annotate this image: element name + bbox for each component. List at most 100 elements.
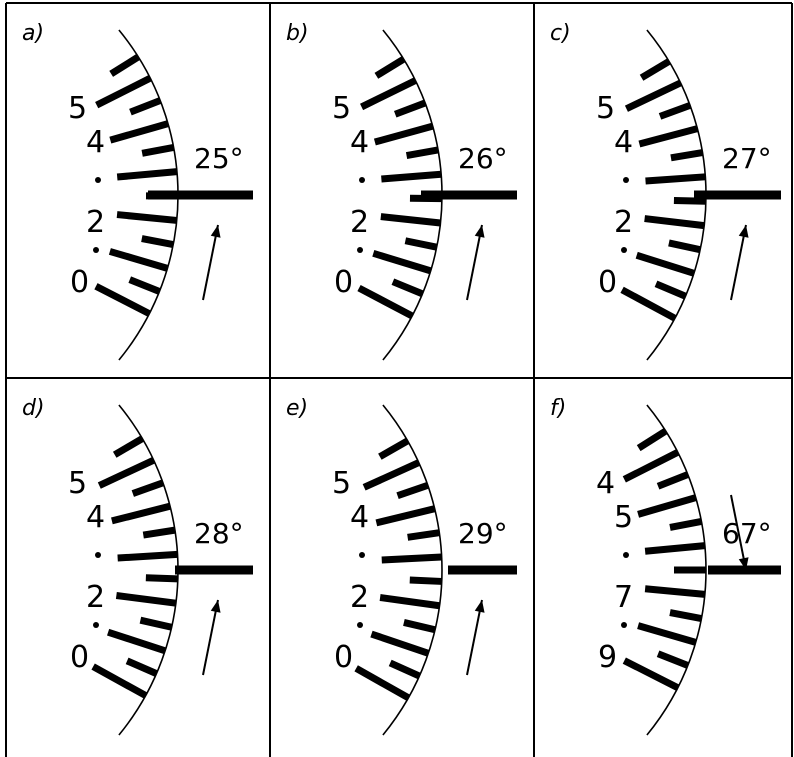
scale-tick [405,146,439,159]
scale-tick [109,120,169,144]
scale-tick [91,663,148,699]
reading-label: 25° [194,142,244,175]
arrow-head-icon [210,600,221,613]
direction-arrow-icon [730,224,747,301]
scale-tick [374,56,406,79]
scale-tick [645,173,706,185]
scale-tick [638,125,699,148]
scale-number: 0 [70,640,89,675]
scale-tick [380,213,441,227]
scale-tick [388,659,421,680]
direction-arrow-icon [730,494,747,571]
scale-tick [139,616,173,631]
scale-tick [639,58,671,81]
scale-tick [94,283,151,317]
scale-tick [409,576,442,585]
scale-tick [622,657,680,691]
scale-tick [396,481,429,499]
panel-d: d) 28° 54 2 0 [22,396,253,736]
scale-tick [403,619,436,634]
scale-tick [669,517,703,531]
scale-tick [673,196,707,205]
scale-number: 7 [614,580,633,615]
arrow-head-icon [474,225,485,238]
scale-tick [644,542,706,555]
scale-dot [93,247,99,253]
scale-tick [116,168,178,181]
scale-tick [635,251,695,277]
scale-tick [654,280,687,300]
scale-tick [109,53,141,77]
arrow-head-icon [474,600,485,613]
scale-number: 4 [614,125,633,160]
scale-tick [378,437,410,460]
scale-tick [658,102,692,120]
panel-label: b) [286,21,309,46]
scale-tick [624,79,683,112]
scale-tick [128,276,161,295]
scale-dot [357,622,363,628]
scale-tick [125,657,158,677]
scale-tick [393,99,427,118]
scale-number: 4 [86,500,105,535]
reading-label: 28° [194,517,244,550]
panel-label: a) [22,21,44,46]
scale-tick [117,550,178,562]
scale-tick [111,502,171,525]
scale-arc [382,404,443,736]
scale-dot [93,622,99,628]
scale-number: 5 [332,466,351,501]
scale-dot [95,177,101,183]
scale-tick [637,494,697,518]
scale-dot [359,177,365,183]
scale-tick [145,574,178,583]
panel-label: f) [550,396,566,421]
scale-tick [97,457,156,489]
scale-tick [669,609,703,623]
scale-number: 2 [614,205,633,240]
reading-label: 26° [458,142,508,175]
scale-tick [357,284,414,320]
scale-number: 9 [598,640,617,675]
scale-tick [115,592,177,607]
scale-tick [379,594,441,610]
scale-dot [95,552,101,558]
panel-label: d) [22,396,45,421]
scale-number: 2 [350,580,369,615]
direction-arrow-icon [466,224,483,301]
scale-tick [141,235,174,249]
arrow-head-icon [738,225,749,238]
scale-tick [668,239,701,254]
scale-tick [131,479,165,497]
reading-label: 27° [722,142,772,175]
scale-number: 4 [86,125,105,160]
scale-number: 0 [334,640,353,675]
scale-number: 5 [332,91,351,126]
scale-tick [670,149,704,162]
panel-label: e) [286,396,308,421]
scale-tick [372,249,432,275]
scale-tick [375,505,436,527]
scale-number: 5 [68,91,87,126]
scale-number: 4 [596,466,615,501]
scale-tick [362,459,421,491]
scale-tick [622,449,680,483]
scale-tick [373,122,434,146]
scale-tick [656,650,690,669]
direction-arrow-icon [466,599,483,676]
scale-tick [636,428,668,452]
scale-tick [142,526,176,539]
scale-dot [623,177,629,183]
scale-tick [381,553,442,564]
scale-tick [107,628,167,655]
scale-number: 2 [86,580,105,615]
scale-number: 5 [68,466,87,501]
scale-number: 2 [86,205,105,240]
scale-number: 5 [596,91,615,126]
scale-dot [623,552,629,558]
scale-dot [359,552,365,558]
scale-number: 2 [350,205,369,240]
scale-tick [391,278,424,298]
